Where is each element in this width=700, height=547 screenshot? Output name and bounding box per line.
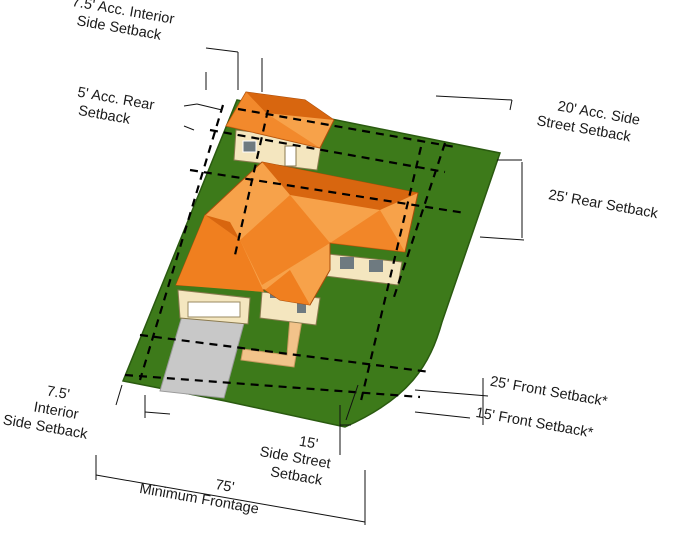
interior-side-line1: 7.5' <box>45 383 71 403</box>
frontage-line1: 75' <box>214 477 236 496</box>
front-15-text: 15' Front Setback* <box>474 405 594 441</box>
acc-interior-side-label: 7.5' Acc. Interior Side Setback <box>71 0 176 44</box>
side-street-line1: 15' <box>298 434 320 453</box>
interior-side-label: 7.5' Interior Side Setback <box>2 383 90 443</box>
frontage-label: 75' Minimum Frontage <box>138 477 260 518</box>
main-house <box>175 161 419 326</box>
rear-setback-label: 25' Rear Setback <box>547 187 660 222</box>
front-25-label: 25' Front Setback* <box>489 374 609 410</box>
setback-lines <box>124 104 466 406</box>
front-25-text: 25' Front Setback* <box>489 374 609 410</box>
frontage-line2: Minimum Frontage <box>138 481 260 518</box>
accessory-building <box>225 91 335 171</box>
side-street-label: 15' Side Street Setback <box>258 434 331 489</box>
dimension-lines <box>95 47 525 525</box>
interior-side-line2: Interior <box>32 399 79 423</box>
rear-setback-text: 25' Rear Setback <box>547 187 660 222</box>
front-15-label: 15' Front Setback* <box>474 405 594 441</box>
acc-side-street-label: 20' Acc. Side Street Setback <box>535 99 641 146</box>
acc-rear-label: 5' Acc. Rear Setback <box>76 85 155 128</box>
